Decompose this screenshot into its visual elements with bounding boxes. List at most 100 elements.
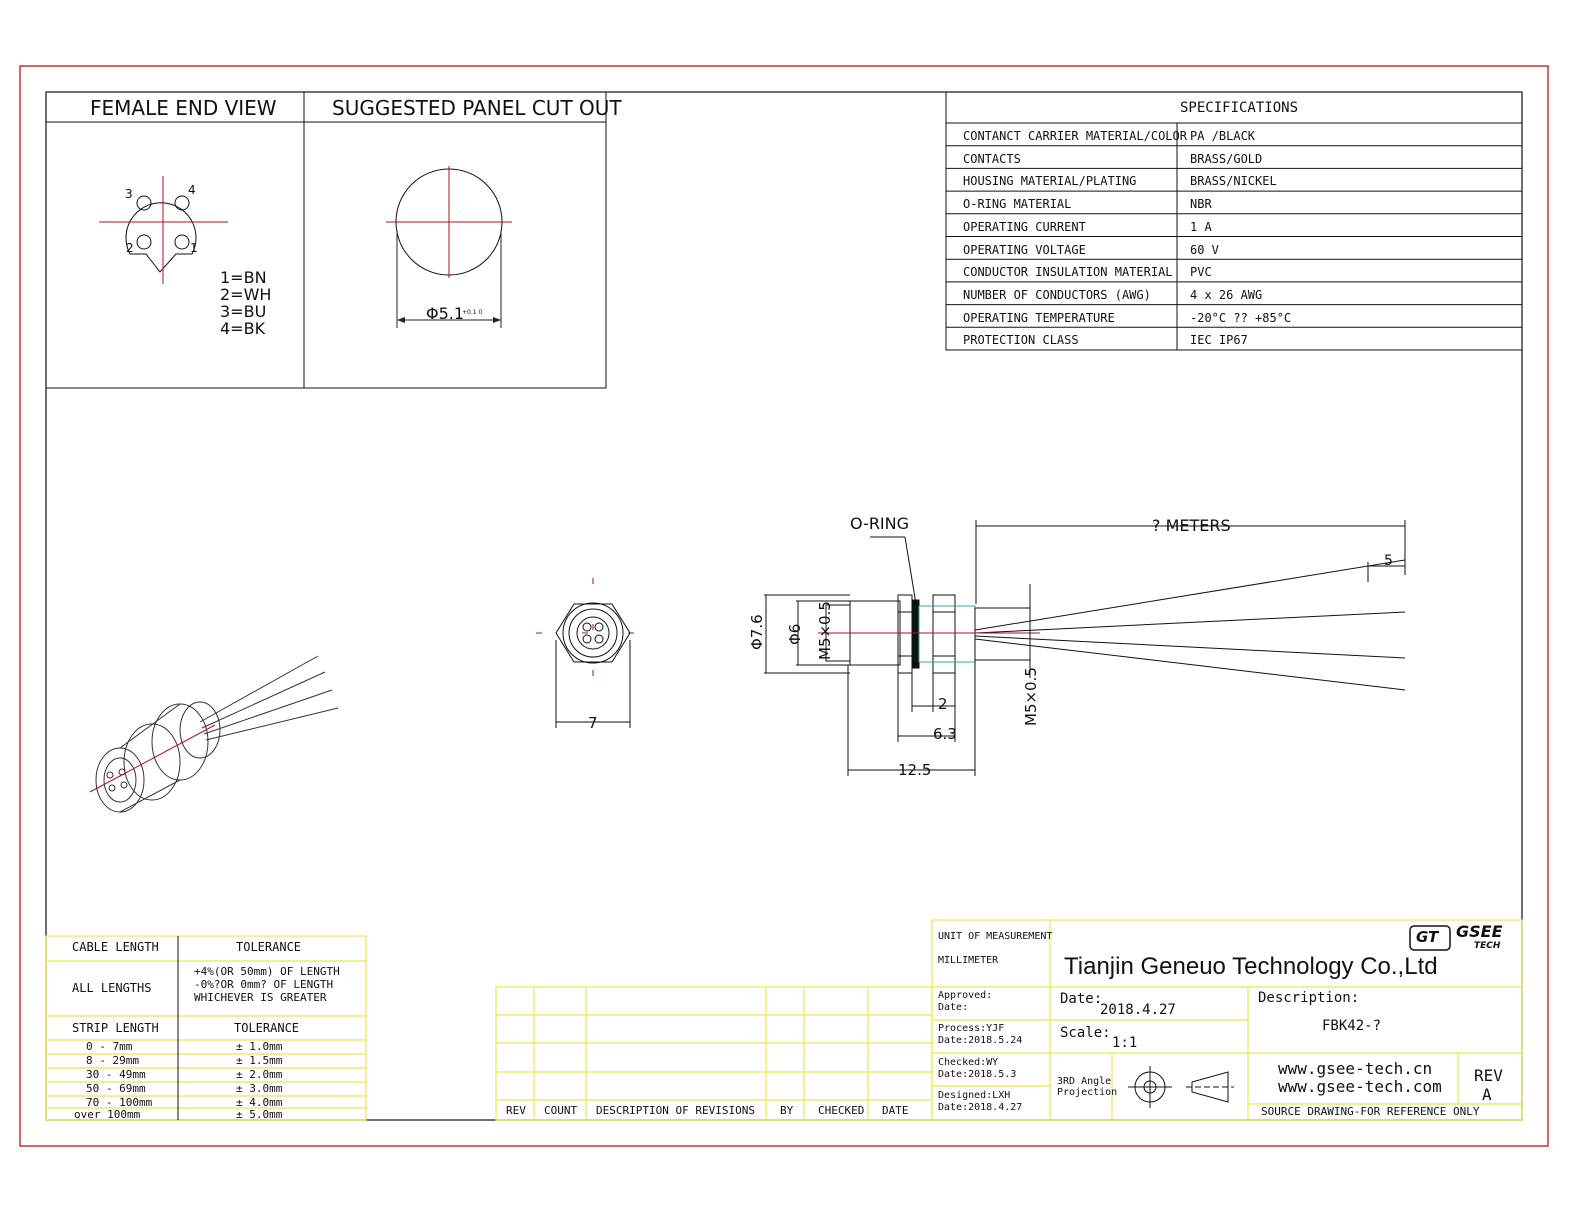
- pin-color-1: 1=BN: [220, 268, 267, 287]
- strip-length-cell: 0 - 7mm: [86, 1040, 133, 1053]
- tolerance-line-2: -0%?OR 0mm? OF LENGTH: [194, 978, 334, 991]
- strip-tolerance-cell: ± 1.0mm: [236, 1040, 283, 1053]
- diameter-6-dim: Φ6: [786, 623, 804, 645]
- scale-label: Scale:: [1060, 1025, 1111, 1041]
- spec-value: -20°C ?? +85°C: [1190, 310, 1292, 325]
- rev-header-description: DESCRIPTION OF REVISIONS: [596, 1104, 755, 1117]
- cable-length-header: CABLE LENGTH: [72, 940, 159, 954]
- pin-number-1: 1: [190, 241, 198, 255]
- strip-tolerance-cell: ± 4.0mm: [236, 1096, 283, 1109]
- strip-tolerance-header: TOLERANCE: [234, 1021, 300, 1035]
- spec-value: 4 x 26 AWG: [1190, 287, 1263, 302]
- process-date: Date:2018.5.24: [938, 1035, 1023, 1046]
- spec-label: HOUSING MATERIAL/PLATING: [963, 174, 1137, 189]
- rev-header-by: BY: [780, 1104, 794, 1117]
- spec-label: CONDUCTOR INSULATION MATERIAL: [963, 265, 1173, 280]
- strip-length-cell: 8 - 29mm: [86, 1054, 139, 1067]
- strip-tolerance-cell: ± 2.0mm: [236, 1068, 283, 1081]
- logo-name: GSEE: [1456, 922, 1503, 941]
- panel-diameter-label: Φ5.1: [426, 304, 465, 323]
- tolerance-line-1: +4%(OR 50mm) OF LENGTH: [194, 965, 340, 978]
- rev-header-count: COUNT: [544, 1104, 578, 1117]
- approved-date: Date:: [938, 1002, 969, 1013]
- date-value: 2018.4.27: [1100, 1002, 1176, 1018]
- spec-label: NUMBER OF CONDUCTORS (AWG): [963, 287, 1151, 302]
- female-end-view-graphic: [99, 176, 228, 284]
- side-view-graphic: [764, 520, 1406, 776]
- spec-label: CONTANCT CARRIER MATERIAL/COLOR: [963, 129, 1187, 143]
- pin-color-3: 3=BU: [220, 302, 267, 321]
- spec-value: BRASS/NICKEL: [1190, 174, 1277, 189]
- spec-label: PROTECTION CLASS: [963, 333, 1079, 348]
- website-com: www.gsee-tech.com: [1278, 1077, 1442, 1096]
- spec-value: IEC IP67: [1190, 333, 1248, 348]
- pin-color-2: 2=WH: [220, 285, 272, 304]
- checked-date: Date:2018.5.3: [938, 1069, 1017, 1080]
- spec-row-lines: [946, 145, 1522, 328]
- strip-length-cell: 70 - 100mm: [86, 1096, 153, 1109]
- projection-line-2: Projection: [1057, 1087, 1118, 1098]
- panel-cutout-title: SUGGESTED PANEL CUT OUT: [332, 96, 622, 120]
- cable-length-dim: ? METERS: [1152, 516, 1231, 535]
- logo-mark: GT: [1416, 928, 1439, 946]
- rev-header-rev: REV: [506, 1104, 526, 1117]
- spec-value: 60 V: [1190, 242, 1219, 257]
- designed-date: Date:2018.4.27: [938, 1102, 1023, 1113]
- rev-label: REV: [1474, 1066, 1503, 1085]
- spec-value: 1 A: [1190, 219, 1212, 234]
- dim-12-5: 12.5: [898, 761, 932, 779]
- pin-number-2: 2: [126, 241, 134, 255]
- thread-outer-dim: M5×0.5: [1022, 667, 1040, 726]
- outer-frame: [19, 65, 1549, 1147]
- cable-table-lines: [45, 935, 367, 1121]
- source-note: SOURCE DRAWING-FOR REFERENCE ONLY: [1261, 1105, 1480, 1118]
- checked-label: Checked:WY: [938, 1057, 999, 1068]
- all-lengths-label: ALL LENGTHS: [72, 981, 152, 995]
- revision-table-lines: [495, 986, 933, 1121]
- pin-color-4: 4=BK: [220, 319, 266, 338]
- logo-box: [1409, 925, 1451, 951]
- description-value: FBK42-?: [1322, 1018, 1382, 1034]
- designed-label: Designed:LXH: [938, 1090, 1011, 1101]
- pin-number-4: 4: [188, 183, 196, 197]
- unit-value: MILLIMETER: [938, 955, 999, 966]
- strip-length-cell: over 100mm: [74, 1108, 141, 1121]
- strip-length-header: STRIP LENGTH: [72, 1021, 159, 1035]
- panel-diameter-tolerance: +0.1 0: [462, 309, 483, 316]
- dim-7: 7: [588, 714, 598, 732]
- strip-tolerance-cell: ± 3.0mm: [236, 1082, 283, 1095]
- tolerance-line-3: WHICHEVER IS GREATER: [194, 991, 327, 1004]
- spec-label: OPERATING VOLTAGE: [963, 242, 1086, 257]
- tolerance-header: TOLERANCE: [236, 940, 302, 954]
- spec-label: CONTACTS: [963, 151, 1021, 166]
- company-name: Tianjin Geneuo Technology Co.,Ltd: [1064, 953, 1438, 980]
- logo-sub: TECH: [1474, 941, 1501, 951]
- dim-6-3: 6.3: [933, 725, 957, 743]
- rev-value: A: [1482, 1085, 1492, 1104]
- title-block-lines: [931, 919, 1523, 1121]
- dim-2: 2: [938, 695, 948, 713]
- rev-header-checked: CHECKED: [818, 1104, 865, 1117]
- spec-label: O-RING MATERIAL: [963, 197, 1072, 212]
- pin-number-3: 3: [125, 187, 133, 201]
- diameter-7-6-dim: Φ7.6: [748, 614, 766, 650]
- connector-iso-graphic: [89, 655, 339, 813]
- process-label: Process:YJF: [938, 1023, 1005, 1034]
- rev-header-date: DATE: [882, 1104, 909, 1117]
- strip-length-cell: 30 - 49mm: [86, 1068, 146, 1081]
- panel-cutout-graphic: [386, 166, 512, 328]
- projection-symbol-icon: [1128, 1066, 1234, 1108]
- spec-value: BRASS/GOLD: [1190, 151, 1263, 166]
- strip-length-cell: 50 - 69mm: [86, 1082, 146, 1095]
- strip-tolerance-cell: ± 5.0mm: [236, 1108, 283, 1121]
- female-end-view-title: FEMALE END VIEW: [90, 96, 277, 120]
- o-ring-label: O-RING: [850, 514, 910, 533]
- date-label: Date:: [1060, 991, 1103, 1007]
- unit-label: UNIT OF MEASUREMENT: [938, 931, 1053, 942]
- website-cn: www.gsee-tech.cn: [1278, 1059, 1433, 1078]
- spec-label: OPERATING TEMPERATURE: [963, 310, 1115, 325]
- projection-line-1: 3RD Angle: [1057, 1076, 1112, 1087]
- strip-tolerance-cell: ± 1.5mm: [236, 1054, 283, 1067]
- front-view-graphic: [536, 578, 650, 728]
